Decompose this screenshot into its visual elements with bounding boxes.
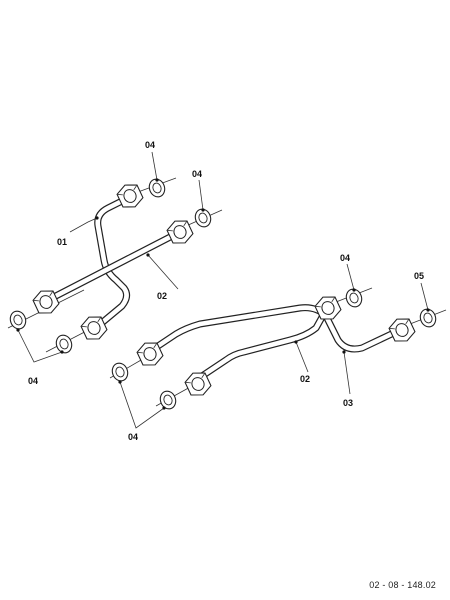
union-nut xyxy=(164,215,196,249)
label-04-bottom: 04 xyxy=(128,432,138,442)
union-nut xyxy=(114,179,146,213)
leader-lines xyxy=(17,151,429,429)
sealing-washer xyxy=(109,360,131,384)
label-02-lower: 02 xyxy=(300,374,310,384)
sealing-washer xyxy=(7,308,29,332)
label-03: 03 xyxy=(343,398,353,408)
label-04-left: 04 xyxy=(28,376,38,386)
union-nut xyxy=(30,285,62,319)
label-05: 05 xyxy=(414,271,424,281)
union-nut xyxy=(386,313,418,347)
label-04-top: 04 xyxy=(145,140,155,150)
label-02-upper: 02 xyxy=(157,291,167,301)
leader-dots xyxy=(16,178,430,410)
pipe-03 xyxy=(148,304,404,354)
label-04-right: 04 xyxy=(340,253,350,263)
label-01: 01 xyxy=(57,237,67,247)
sealing-washer xyxy=(53,332,75,356)
drawing-reference-number: 02 - 08 - 148.02 xyxy=(369,580,436,590)
pipe-02-lower xyxy=(192,306,330,384)
sealing-washer xyxy=(157,388,179,412)
pipe-02-upper xyxy=(44,230,180,304)
label-04-upper-right: 04 xyxy=(192,169,202,179)
